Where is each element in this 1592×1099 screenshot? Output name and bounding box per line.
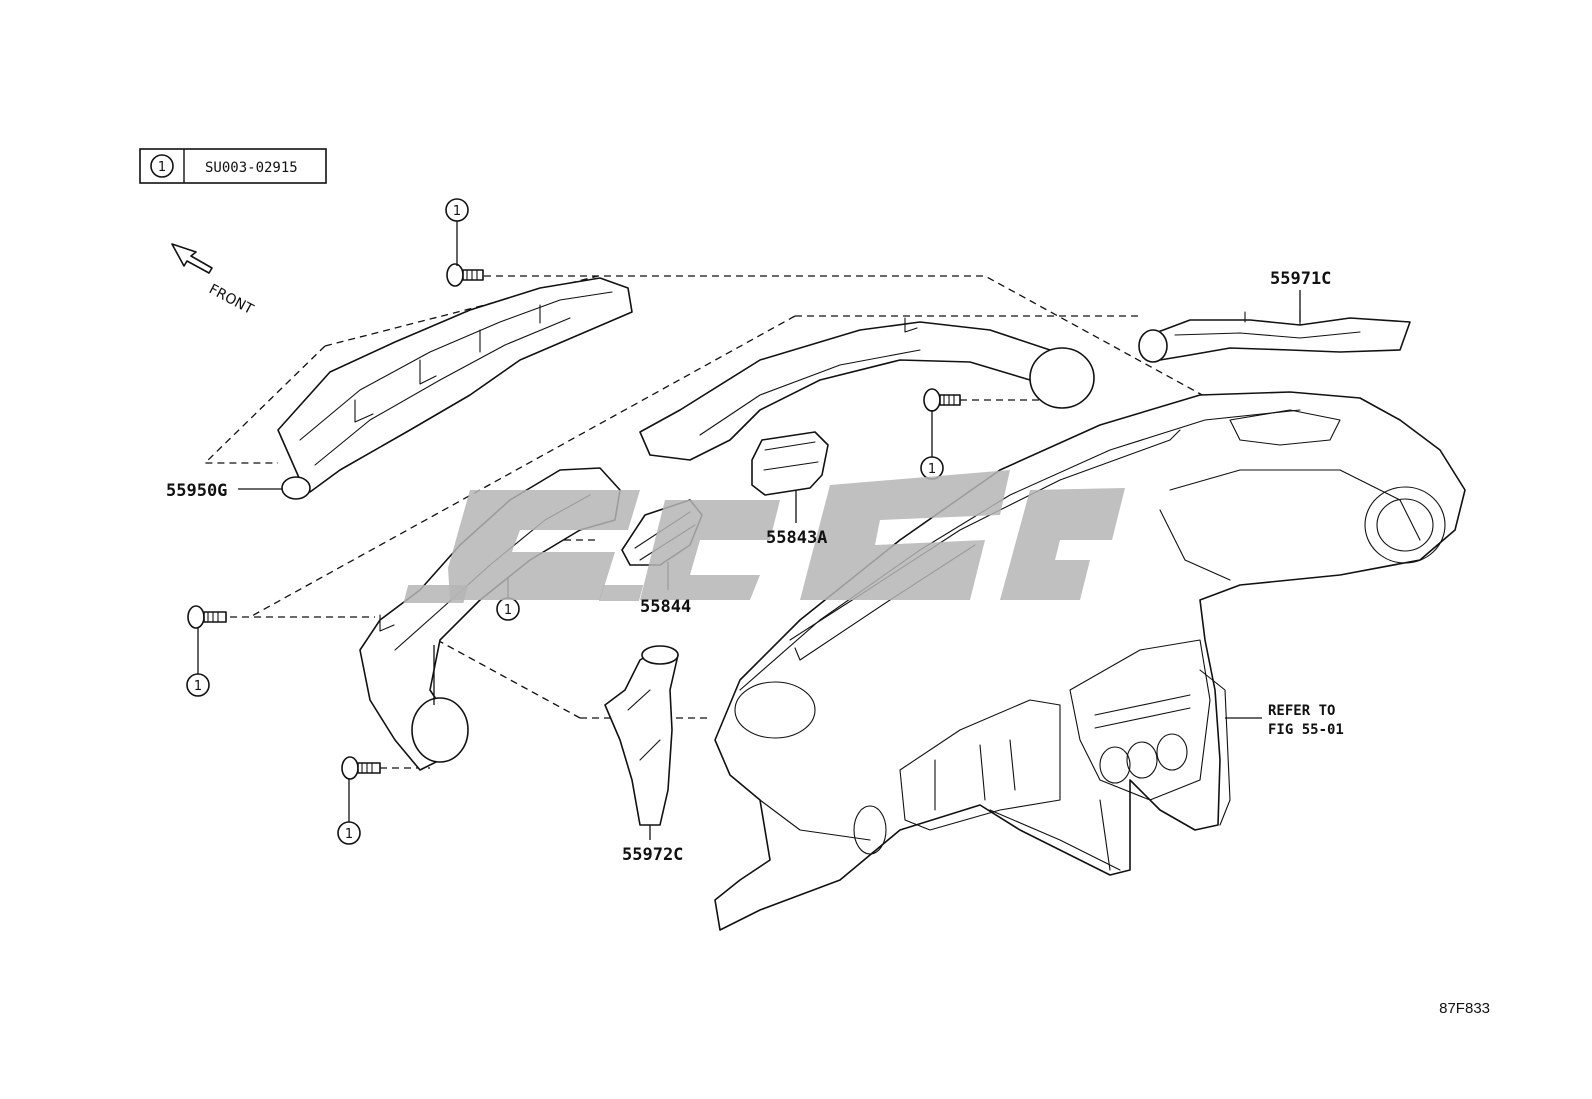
callout-right: 1 [920, 410, 944, 480]
figure-code: 87F833 [1439, 1000, 1490, 1017]
part-label-55844: 55844 [640, 597, 691, 617]
clip-right [923, 388, 961, 412]
svg-text:1: 1 [345, 827, 353, 842]
callout-bottom: 1 [337, 778, 361, 845]
duct-55971c [1138, 290, 1411, 363]
svg-text:1: 1 [928, 462, 936, 477]
legend-callout-circle [150, 154, 174, 178]
legend-code: SU003-02915 [205, 160, 298, 176]
legend-box: 1 SU003-02915 [139, 148, 327, 184]
legend-symbol: 1 [158, 160, 166, 175]
part-label-55843a: 55843A [766, 528, 827, 548]
front-label: FRONT [206, 281, 256, 318]
duct-55972c [604, 645, 679, 840]
instrument-panel [714, 391, 1466, 931]
front-arrow-icon [171, 243, 213, 274]
duct-55950g [238, 277, 633, 500]
refer-line-2: FIG 55-01 [1268, 722, 1344, 738]
refer-line-1: REFER TO [1268, 703, 1335, 719]
watermark [403, 470, 1125, 603]
front-direction-indicator: FRONT [171, 243, 256, 318]
clip-left [187, 605, 227, 629]
duct-center [639, 317, 1095, 461]
svg-text:1: 1 [453, 204, 461, 219]
clip-top [446, 263, 484, 287]
part-label-55971c: 55971C [1270, 269, 1331, 289]
part-label-55972c: 55972C [622, 845, 683, 865]
svg-text:1: 1 [504, 603, 512, 618]
clip-bottom [341, 756, 381, 780]
callout-left: 1 [186, 628, 210, 697]
part-label-55950g: 55950G [166, 481, 227, 501]
svg-text:1: 1 [194, 679, 202, 694]
vent-55843a [751, 431, 829, 523]
callout-top: 1 [445, 198, 469, 266]
